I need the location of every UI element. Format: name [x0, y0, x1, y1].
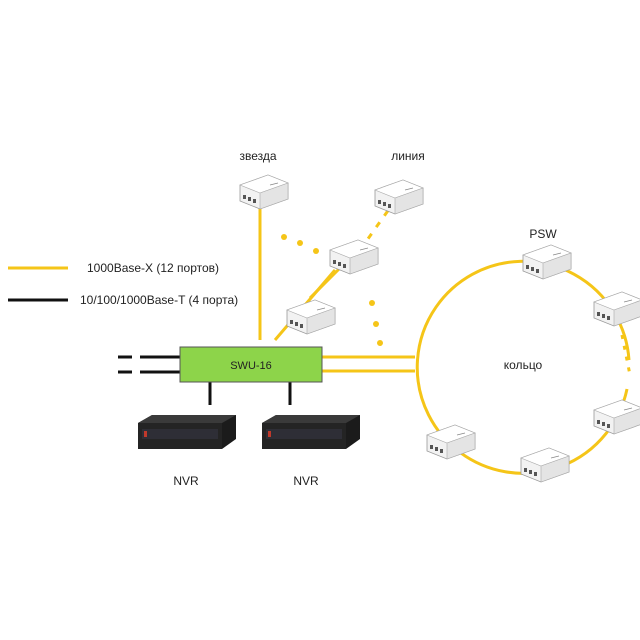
psw-ring-device: [593, 399, 640, 435]
line-link-2: [308, 266, 342, 300]
nvr-label: NVR: [293, 474, 319, 488]
copper-legend-label: 10/100/1000Base-T (4 порта): [80, 293, 238, 307]
psw-line-device: [374, 179, 424, 215]
nvr-label: NVR: [173, 474, 199, 488]
psw-ring-device: [522, 244, 572, 280]
psw-ring-device: [426, 424, 476, 460]
line-label: линия: [391, 149, 425, 163]
nvr-device: [138, 415, 236, 449]
dot: [297, 240, 303, 246]
psw-label: PSW: [529, 227, 557, 241]
psw-ring-device: [520, 447, 570, 483]
ring-label: кольцо: [504, 358, 543, 372]
fiber-legend-label: 1000Base-X (12 портов): [87, 261, 219, 275]
psw-star-device: [239, 174, 289, 210]
dot: [373, 321, 379, 327]
dot: [281, 234, 287, 240]
psw-line-device: [286, 299, 336, 335]
switch-box: [179, 346, 323, 383]
ring-dashed-segment: [620, 334, 632, 376]
switch-label: SWU-16: [230, 360, 272, 372]
star-label: звезда: [239, 149, 276, 163]
dot: [369, 300, 375, 306]
nvr-device: [262, 415, 360, 449]
dot: [377, 340, 383, 346]
psw-line-device: [329, 239, 379, 275]
dot: [313, 248, 319, 254]
line-link-3: [358, 204, 394, 251]
